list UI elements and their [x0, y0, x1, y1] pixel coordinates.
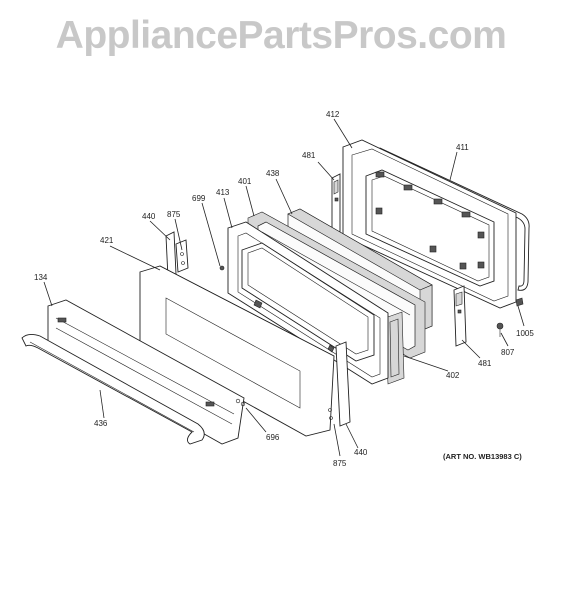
callout-411: 411: [456, 143, 469, 152]
part-413-door-liner: [227, 221, 389, 385]
watermark: AppliancePartsPros.com: [55, 14, 507, 57]
leader-lines: [43, 118, 525, 457]
callout-1005: 1005: [516, 329, 534, 338]
part-696-screws: [235, 398, 246, 407]
part-699-screw: [219, 265, 225, 271]
callout-696: 696: [266, 433, 280, 442]
callout-699: 699: [192, 194, 206, 203]
callout-875-upper: 875: [167, 210, 181, 219]
callout-labels: 412 411 481 438 401 413 699 440 875 421 …: [34, 110, 534, 468]
callout-481-lower: 481: [478, 359, 492, 368]
art-number: (ART NO. WB13983 C): [443, 452, 522, 461]
callout-807: 807: [501, 348, 515, 357]
callout-401: 401: [238, 177, 252, 186]
callout-421: 421: [100, 236, 114, 245]
part-440-left-bracket: [165, 231, 189, 279]
callout-412: 412: [326, 110, 340, 119]
callout-134: 134: [34, 273, 48, 282]
callout-481-upper: 481: [302, 151, 316, 160]
callout-440-upper: 440: [142, 212, 156, 221]
part-481-upper-bracket: [331, 173, 341, 237]
callout-402: 402: [446, 371, 460, 380]
part-440-right-bracket: [328, 341, 351, 427]
callout-875-lower: 875: [333, 459, 347, 468]
callout-440-lower: 440: [354, 448, 368, 457]
callout-413: 413: [216, 188, 230, 197]
part-412-inner-door-frame: [342, 139, 517, 309]
part-436-handle: [21, 333, 205, 445]
part-481-lower-bracket: [453, 285, 467, 347]
callout-438: 438: [266, 169, 280, 178]
part-1005-screw: [515, 297, 524, 307]
callout-436: 436: [94, 419, 108, 428]
part-807-screw: [496, 322, 504, 337]
